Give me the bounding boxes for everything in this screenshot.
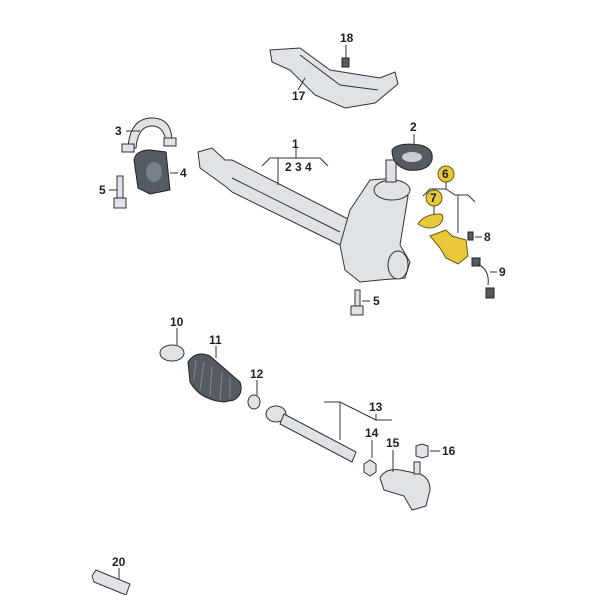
tie-rod-end-part-15[interactable] — [379, 461, 431, 511]
bolt-part-18[interactable] — [341, 45, 350, 68]
callout-12: 12 — [250, 367, 264, 381]
bolt-part-5-lower[interactable] — [350, 289, 364, 316]
callout-3: 3 — [115, 124, 122, 138]
callout-14: 14 — [365, 426, 379, 440]
screw-part-8[interactable] — [467, 231, 474, 241]
gasket-part-7[interactable] — [417, 213, 444, 229]
callout-16: 16 — [442, 444, 456, 458]
bushing-part-4[interactable] — [133, 149, 171, 195]
callout-6: 6 — [442, 167, 449, 181]
seal-part-2[interactable] — [391, 143, 433, 171]
clamp-part-3[interactable] — [121, 117, 177, 153]
nut-part-16[interactable] — [415, 443, 429, 459]
steering-rack-part-1[interactable] — [197, 147, 411, 283]
nut-part-14[interactable] — [363, 459, 377, 477]
highlight-marker-6 — [437, 165, 455, 183]
callout-9: 9 — [499, 265, 506, 279]
sensor-part-6[interactable] — [429, 229, 469, 265]
clip-part-10[interactable] — [159, 344, 185, 362]
boot-part-11[interactable] — [187, 353, 242, 403]
callout-1: 1 — [292, 137, 299, 151]
callout-8: 8 — [484, 230, 491, 244]
callout-20: 20 — [112, 555, 126, 569]
bolt-part-5[interactable] — [113, 175, 127, 209]
wiring-part-9[interactable] — [471, 257, 495, 299]
grease-tube-part-20[interactable] — [91, 569, 131, 595]
callout-18: 18 — [340, 31, 354, 45]
callout-7: 7 — [430, 191, 437, 205]
callout-4: 4 — [180, 166, 187, 180]
callout-11: 11 — [209, 333, 222, 347]
callout-17: 17 — [292, 89, 306, 103]
callout-15: 15 — [386, 436, 400, 450]
heat-shield-part-17[interactable] — [269, 47, 399, 109]
callout-13: 13 — [369, 400, 383, 414]
callout-2: 2 — [410, 120, 417, 134]
callout-5: 5 — [99, 183, 106, 197]
tie-rod-part-13[interactable] — [265, 405, 357, 463]
callout-10: 10 — [170, 315, 184, 329]
ring-part-12[interactable] — [247, 394, 261, 410]
callout-5-lower: 5 — [373, 294, 380, 308]
callout-1-subparts: 2 3 4 — [285, 160, 312, 174]
